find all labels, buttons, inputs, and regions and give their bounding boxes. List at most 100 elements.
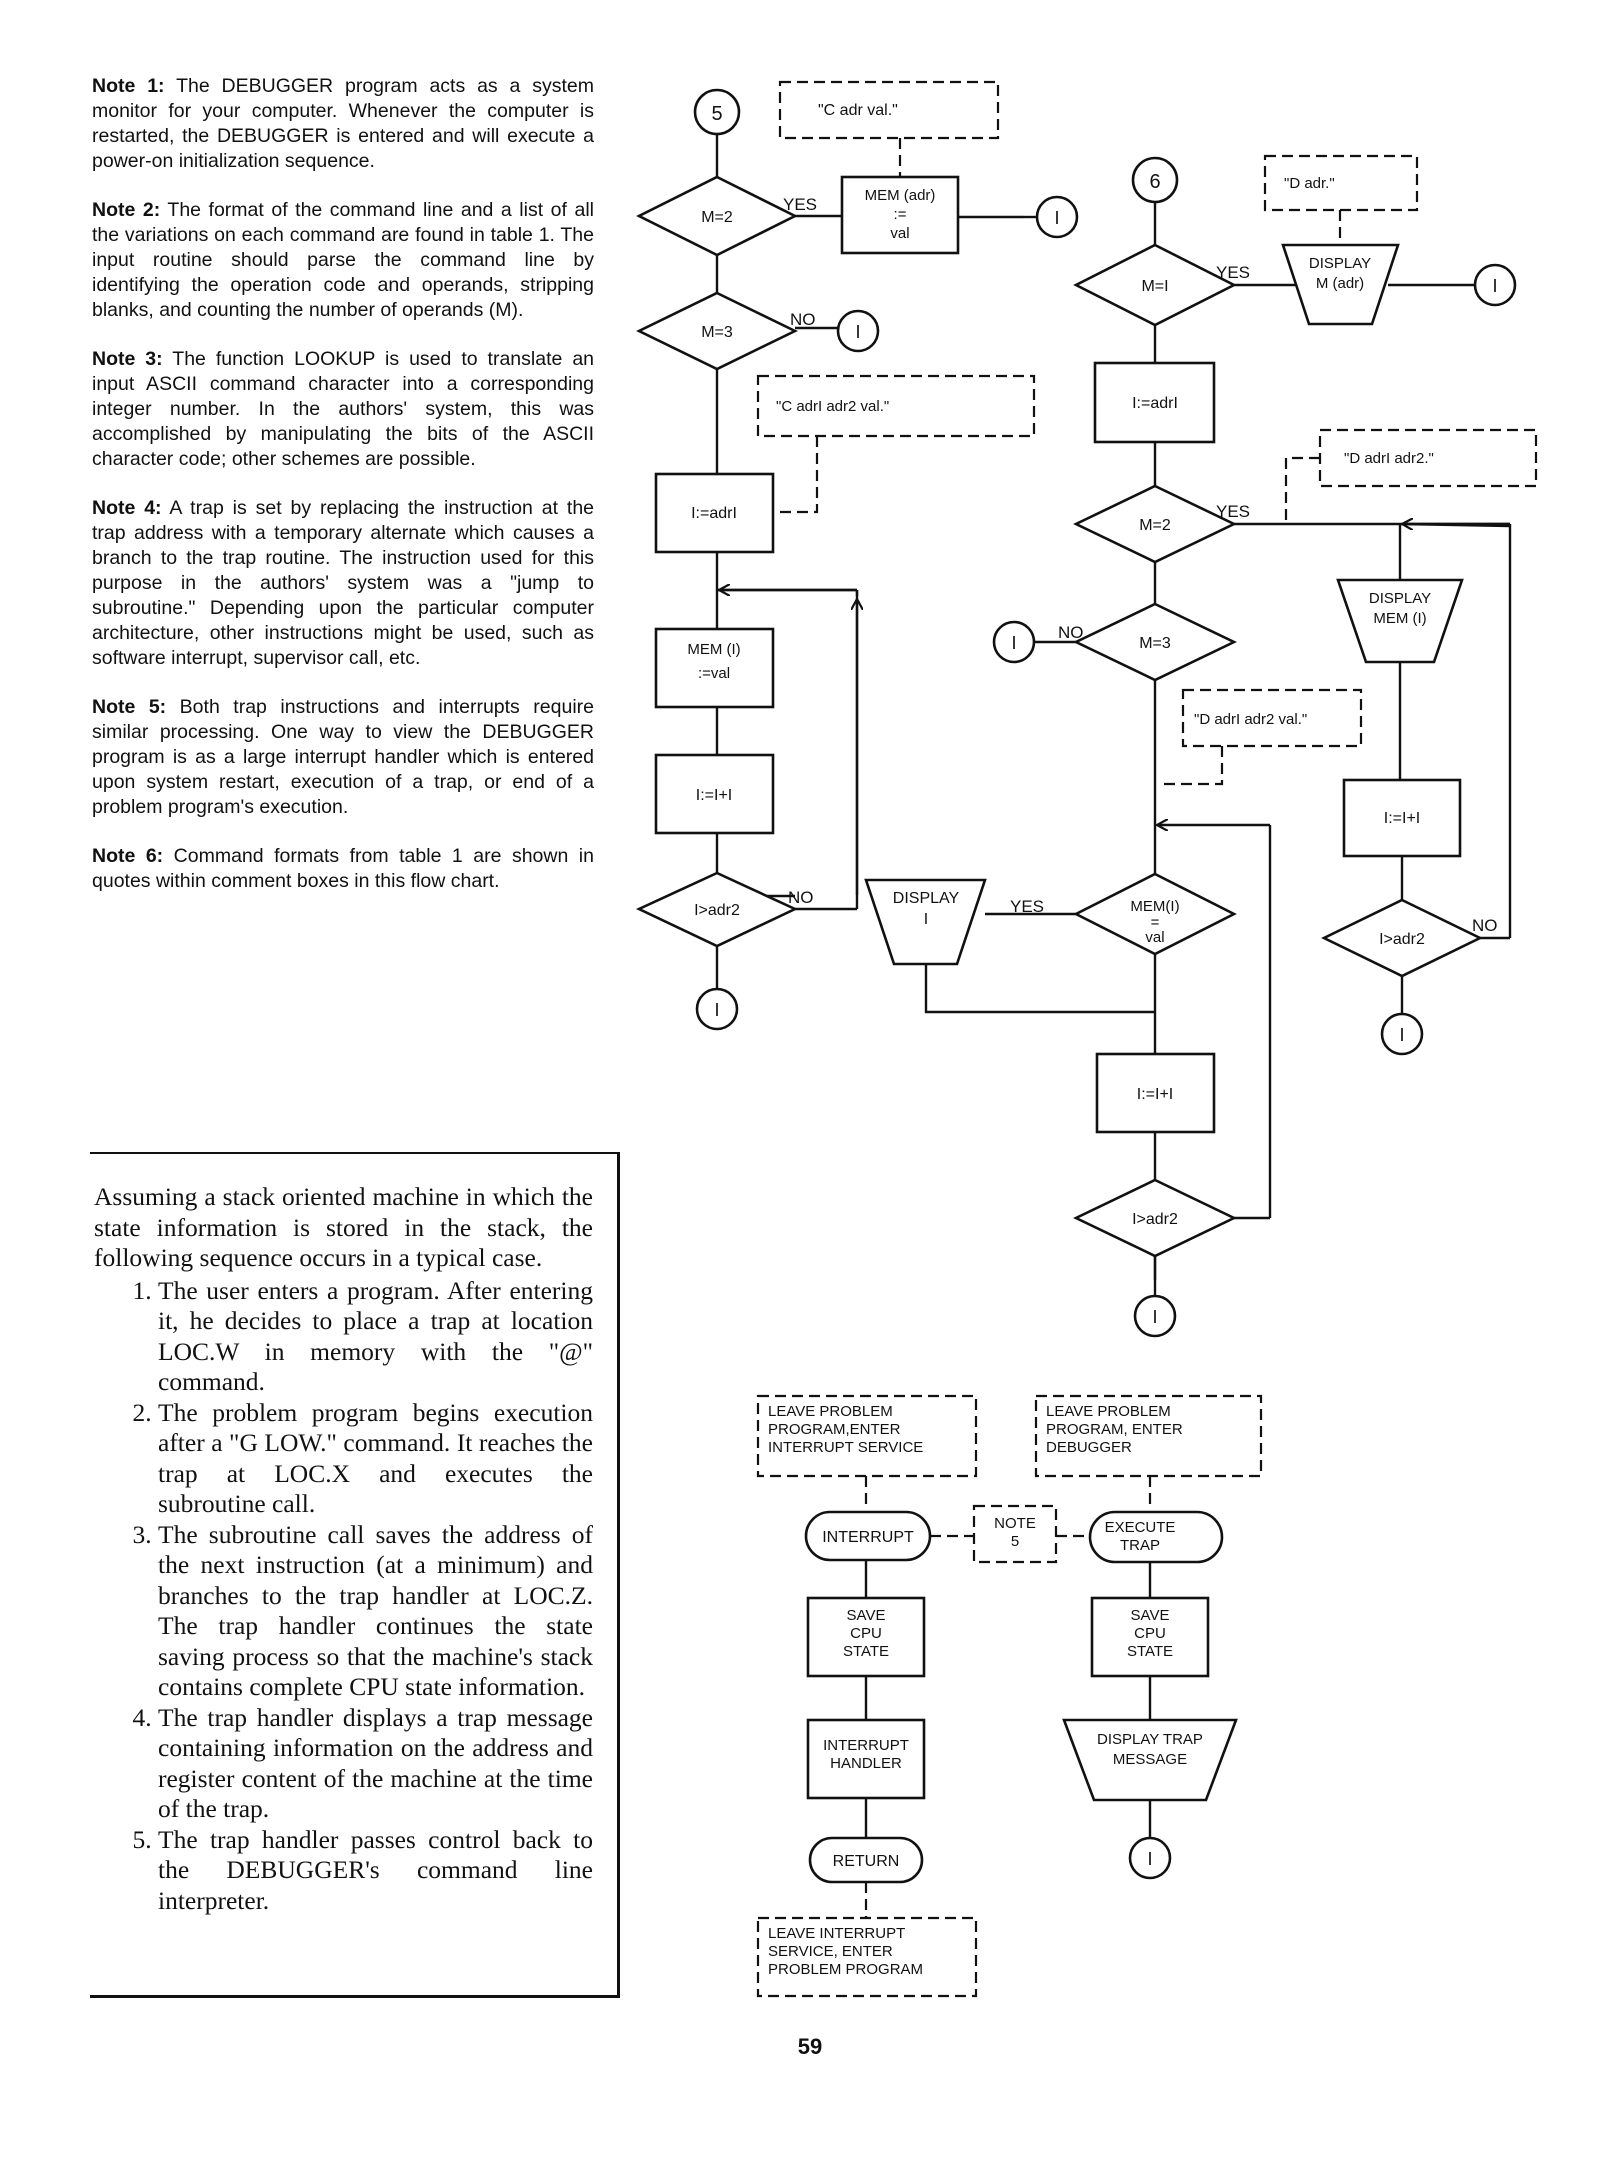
decision-m2: [1073, 484, 1237, 564]
connector-label: I: [1011, 633, 1016, 653]
process-text: :=: [894, 206, 907, 223]
connector-1: [695, 987, 739, 1031]
connector-6: [1131, 156, 1179, 204]
display-text: DISPLAY: [1369, 590, 1431, 607]
note-text: Both trap instructions and interrupts re…: [92, 696, 594, 818]
process-text: I:=adrI: [1132, 395, 1178, 412]
terminal-text: RETURN: [833, 1853, 900, 1870]
decision-text: I>adr2: [694, 902, 740, 919]
no-label: NO: [1058, 623, 1084, 642]
note-2: Note 2: The format of the command line a…: [92, 198, 594, 323]
display-text: DISPLAY: [1309, 255, 1371, 272]
connector-label: 6: [1149, 171, 1160, 193]
decision-text: val: [1145, 929, 1164, 946]
note-5: Note 5: Both trap instructions and inter…: [92, 695, 594, 820]
process-text: SAVE: [1131, 1607, 1170, 1624]
comment-text: PROGRAM,ENTER: [768, 1421, 901, 1438]
save-cpu-state: [806, 1596, 926, 1678]
assign-i-adr1: [654, 472, 775, 554]
comment-box: [756, 1916, 978, 1998]
comment-text: "C adrI adr2 val.": [776, 398, 889, 415]
connector-1: [1380, 1012, 1424, 1056]
no-label: NO: [1472, 916, 1498, 935]
process-text: I:=I+I: [1137, 1086, 1173, 1103]
flow-column-6: 6 "D adr." M=I YES DISPLAY M (adr) I I:=…: [864, 154, 1538, 1338]
comment-box: [778, 80, 1000, 140]
connector-label: I: [1492, 276, 1497, 296]
interrupt-trap-flow: LEAVE PROBLEM PROGRAM,ENTER INTERRUPT SE…: [756, 1394, 1263, 1998]
decision-m2: [636, 175, 798, 257]
notes-column: Note 1: The DEBUGGER program acts as a s…: [92, 74, 594, 918]
decision-text: M=3: [1139, 635, 1171, 652]
display-m-adr: [1281, 243, 1400, 326]
connector-label: I: [1054, 208, 1059, 228]
increment-i: [654, 753, 775, 835]
connector-1: [836, 309, 880, 353]
process-text: STATE: [1127, 1643, 1173, 1660]
decision-mem-i-val: [1073, 872, 1237, 956]
decision-i-gt-adr2: [635, 871, 799, 948]
display-text: DISPLAY TRAP: [1097, 1731, 1203, 1748]
comment-text: DEBUGGER: [1046, 1439, 1132, 1456]
terminal-text: TRAP: [1120, 1537, 1160, 1554]
connector-1: [1133, 1294, 1177, 1338]
sequence-step: The user enters a program. After enterin…: [158, 1276, 593, 1398]
note-text: The DEBUGGER program acts as a system mo…: [92, 75, 595, 172]
process-text: INTERRUPT: [823, 1737, 909, 1754]
terminal-text: INTERRUPT: [822, 1529, 914, 1546]
display-text: MESSAGE: [1113, 1751, 1187, 1768]
decision-text: M=2: [1139, 517, 1171, 534]
decision-m1: [1073, 243, 1237, 327]
comment-text: INTERRUPT SERVICE: [768, 1439, 923, 1456]
note-text: A trap is set by replacing the instructi…: [92, 497, 595, 669]
assign-mem-i: [654, 627, 775, 709]
connector-label: I: [855, 322, 860, 342]
note-label: Note 1:: [92, 75, 165, 97]
yes-label: YES: [1216, 263, 1250, 282]
comment-text: PROBLEM PROGRAM: [768, 1961, 923, 1978]
assign-mem-adr: [840, 175, 960, 255]
connector-1: [1128, 1836, 1172, 1880]
display-text: MEM (I): [1373, 610, 1426, 627]
note-text: Command formats from table 1 are shown i…: [92, 845, 594, 892]
connector-label: I: [1147, 1849, 1152, 1869]
sequence-intro: Assuming a stack oriented machine in whi…: [94, 1182, 593, 1272]
sequence-step: The problem program begins execution aft…: [158, 1398, 593, 1520]
decision-text: I>adr2: [1379, 931, 1425, 948]
decision-text: M=I: [1141, 278, 1168, 295]
note-3: Note 3: The function LOOKUP is used to t…: [92, 347, 594, 472]
comment-text: NOTE: [994, 1515, 1036, 1532]
comment-text: LEAVE PROBLEM: [768, 1403, 893, 1420]
process-text: CPU: [850, 1625, 882, 1642]
note-label: Note 4:: [92, 497, 162, 519]
process-text: HANDLER: [830, 1755, 902, 1772]
comment-box: [1034, 1394, 1263, 1478]
comment-text: LEAVE INTERRUPT: [768, 1925, 905, 1942]
display-i: [864, 878, 987, 966]
decision-text: M=2: [701, 209, 733, 226]
sequence-step: The trap handler displays a trap message…: [158, 1703, 593, 1825]
display-text: M (adr): [1316, 275, 1364, 292]
comment-box: [756, 1394, 978, 1478]
increment-i: [1342, 778, 1462, 858]
process-text: MEM (adr): [865, 187, 936, 204]
connector-label: I: [1152, 1307, 1157, 1327]
decision-text: M=3: [701, 324, 733, 341]
connector-1: [992, 620, 1036, 664]
no-label: NO: [790, 310, 816, 329]
comment-text: "D adr.": [1284, 175, 1335, 192]
process-text: I:=I+I: [1384, 810, 1420, 827]
comment-text: PROGRAM, ENTER: [1046, 1421, 1183, 1438]
comment-text: LEAVE PROBLEM: [1046, 1403, 1171, 1420]
trap-sequence-box: Assuming a stack oriented machine in whi…: [90, 1152, 620, 1998]
sequence-list: The user enters a program. After enterin…: [94, 1276, 593, 1917]
display-text: DISPLAY: [893, 890, 960, 907]
note-6: Note 6: Command formats from table 1 are…: [92, 844, 594, 894]
comment-text: SERVICE, ENTER: [768, 1943, 893, 1960]
increment-i: [1095, 1052, 1216, 1134]
process-text: I:=adrI: [691, 505, 737, 522]
process-text: MEM (I): [687, 641, 740, 658]
connector-label: 5: [711, 103, 722, 125]
decision-m3: [636, 291, 798, 371]
